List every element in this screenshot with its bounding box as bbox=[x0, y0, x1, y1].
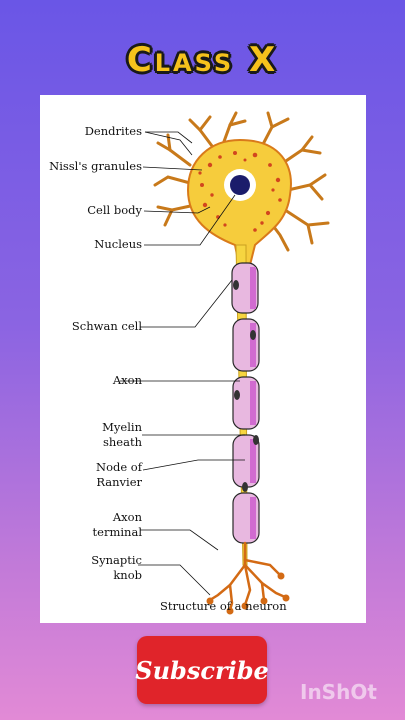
label-axon: Axon bbox=[112, 373, 142, 387]
nissl-granules bbox=[198, 151, 282, 232]
label-nissl-granules: Nissl's granules bbox=[49, 159, 142, 173]
label-node-of-ranvier-2: Ranvier bbox=[96, 475, 142, 489]
neuron-diagram bbox=[120, 111, 330, 615]
subscribe-button[interactable]: Subscribe bbox=[135, 636, 269, 704]
schwann-nuclei bbox=[233, 280, 259, 492]
label-synaptic-knob-2: knob bbox=[113, 568, 142, 582]
page-title: Class X bbox=[126, 40, 279, 80]
label-axon-terminal-1: Axon bbox=[112, 510, 142, 524]
nucleus-shape bbox=[230, 175, 250, 195]
label-axon-terminal-2: terminal bbox=[92, 525, 142, 539]
label-node-of-ranvier-1: Node of bbox=[96, 460, 142, 474]
synaptic-knobs bbox=[206, 572, 290, 615]
neuron-diagram-card: Dendrites Nissl's granules Cell body Nuc… bbox=[40, 95, 366, 623]
label-dendrites: Dendrites bbox=[84, 124, 142, 138]
leader-lines bbox=[120, 131, 245, 596]
label-myelin-sheath-1: Myelin bbox=[102, 420, 142, 434]
myelin-inner bbox=[250, 267, 256, 539]
label-cell-body: Cell body bbox=[87, 203, 142, 217]
inshot-watermark: InShOt bbox=[300, 680, 377, 704]
label-nucleus: Nucleus bbox=[94, 237, 142, 251]
diagram-caption: Structure of a neuron bbox=[160, 599, 287, 613]
label-synaptic-knob-1: Synaptic bbox=[91, 553, 142, 567]
label-schwan-cell: Schwan cell bbox=[71, 319, 142, 333]
label-myelin-sheath-2: sheath bbox=[103, 435, 142, 449]
